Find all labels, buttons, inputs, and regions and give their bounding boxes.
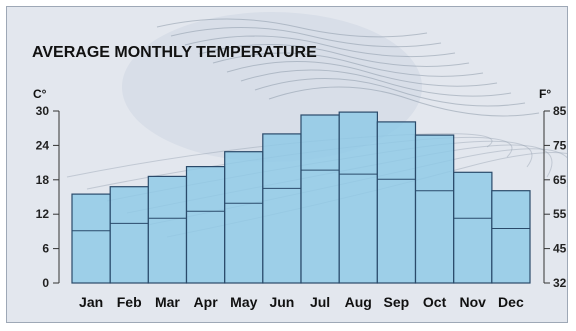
x-tick-label: Aug: [345, 294, 372, 310]
bar-nov: [453, 171, 493, 284]
x-tick-label: Jun: [269, 294, 294, 310]
x-tick-label: Mar: [155, 294, 180, 310]
bar-oct: [414, 134, 455, 284]
x-tick-label: Sep: [384, 294, 410, 310]
right-tick-label: 65: [553, 173, 567, 187]
x-tick-label: Feb: [117, 294, 142, 310]
right-tick-label: 32: [553, 276, 567, 290]
left-axis-unit: C°: [33, 87, 47, 101]
left-tick-label: 0: [42, 276, 49, 290]
bar-may: [224, 151, 264, 284]
x-tick-label: May: [230, 294, 257, 310]
x-tick-label: Apr: [194, 294, 219, 310]
left-tick-label: 18: [36, 173, 50, 187]
right-tick-label: 55: [553, 207, 567, 221]
illustration-stroke: [156, 18, 428, 38]
illustration-stroke: [198, 44, 470, 67]
right-tick-label: 45: [553, 242, 567, 256]
illustration-stroke: [212, 52, 484, 77]
left-tick-label: 6: [42, 242, 49, 256]
bar-dec: [491, 190, 531, 284]
bar-mar: [147, 175, 188, 284]
bar-feb: [109, 186, 149, 284]
right-axis-unit: F°: [539, 87, 551, 101]
left-tick-label: 30: [36, 104, 50, 118]
bar-apr: [185, 166, 226, 284]
x-tick-label: Dec: [498, 294, 524, 310]
right-tick-label: 85: [553, 104, 567, 118]
bars-group: Jan Feb Mar Apr May Jun Jul Aug Sep Oct Nov Dec: [71, 111, 531, 310]
bar-jun: [262, 133, 302, 284]
bar-aug: [338, 111, 379, 284]
x-tick-label: Jan: [79, 294, 103, 310]
left-tick-label: 24: [36, 138, 50, 152]
illustration-stroke: [170, 27, 442, 48]
illustration-stroke: [254, 78, 526, 107]
x-tick-label: Jul: [310, 294, 330, 310]
bar-jan: [71, 193, 111, 284]
bar-jul: [300, 114, 340, 284]
x-tick-label: Oct: [423, 294, 447, 310]
x-tick-label: Nov: [459, 294, 486, 310]
illustration-stroke: [226, 61, 498, 87]
temperature-chart: AVERAGE MONTHLY TEMPERATURE C° F° Jan Feb…: [32, 12, 567, 310]
chart-title: AVERAGE MONTHLY TEMPERATURE: [32, 44, 317, 61]
left-tick-label: 12: [36, 207, 50, 221]
axes-group: 0 6 12 18 24 30 32 45 55 65 75 85: [36, 104, 567, 290]
illustration-stroke: [240, 69, 512, 97]
right-tick-label: 75: [553, 138, 567, 152]
bar-sep: [376, 121, 417, 284]
illustration-stroke: [268, 86, 540, 117]
illustration-stroke: [184, 35, 456, 58]
chart-panel: AVERAGE MONTHLY TEMPERATURE C° F° Jan Feb…: [6, 6, 568, 323]
